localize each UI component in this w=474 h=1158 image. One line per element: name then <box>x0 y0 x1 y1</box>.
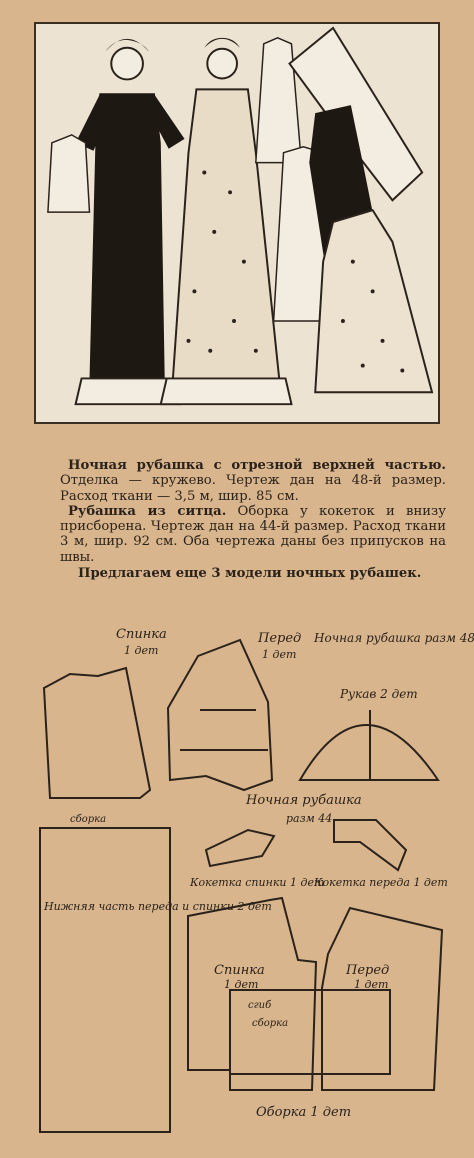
label-back44: Спинка <box>214 963 265 978</box>
back44-outline <box>187 896 318 1091</box>
label-gather-2: сборка <box>252 1018 288 1029</box>
label-front44-qty: 1 дет <box>354 978 388 991</box>
label-back-top-qty: 1 дет <box>124 644 158 657</box>
caption-p1-title: Ночная рубашка с отрезной верхней частью… <box>68 458 446 473</box>
yoke-back-outline <box>204 828 276 868</box>
label-yoke-front: Кокетка переда 1 дет <box>313 876 448 889</box>
fashion-illustration <box>34 22 440 424</box>
label-sleeve: Рукав 2 дет <box>339 687 418 701</box>
label-front44: Перед <box>345 963 389 978</box>
label-gown44-size: разм 44 <box>286 812 332 825</box>
illustration-drawing <box>36 24 438 422</box>
label-front-top: Перед <box>257 631 301 646</box>
pattern-diagram: Спинка 1 дет Перед 1 дет Ночная рубашка … <box>30 610 474 1142</box>
caption-text: Ночная рубашка с отрезной верхней частью… <box>60 458 446 581</box>
yoke-front-outline <box>333 819 408 872</box>
caption-paragraph-2: Рубашка из ситца. Оборка у кокеток и вни… <box>60 504 446 565</box>
label-lower-panel: Нижняя часть переда и спинки 2 дет <box>43 900 272 913</box>
label-gather: сборка <box>70 814 106 825</box>
label-back-top: Спинка <box>116 627 167 642</box>
label-front-top-qty: 1 дет <box>262 648 296 661</box>
caption-paragraph-3: Предлагаем еще 3 модели ночных рубашек. <box>78 566 422 582</box>
caption-p2-title: Рубашка из ситца. <box>68 503 227 519</box>
lower-panel-outline <box>39 827 171 1133</box>
label-gown48: Ночная рубашка разм 48 <box>313 631 474 645</box>
caption-paragraph-1: Ночная рубашка с отрезной верхней частью… <box>60 458 446 504</box>
front44-outline <box>321 906 444 1091</box>
caption-p1-body: Отделка — кружево. Чертеж дан на 48-й ра… <box>60 473 446 504</box>
label-ruffle: Оборка 1 дет <box>256 1105 351 1120</box>
pattern-drawing: Спинка 1 дет Перед 1 дет Ночная рубашка … <box>39 627 474 1133</box>
label-yoke-back: Кокетка спинки 1 дет <box>189 876 324 889</box>
label-back44-qty: 1 дет <box>224 978 258 991</box>
label-fold: сгиб <box>248 1000 272 1011</box>
label-gown44: Ночная рубашка <box>245 793 362 808</box>
sleeve-outline <box>298 724 440 781</box>
front-bodice-outline <box>166 638 274 792</box>
caption-p2-body: Оборка у кокеток и внизу присборена. Чер… <box>60 503 446 565</box>
back-bodice-outline <box>42 666 152 799</box>
